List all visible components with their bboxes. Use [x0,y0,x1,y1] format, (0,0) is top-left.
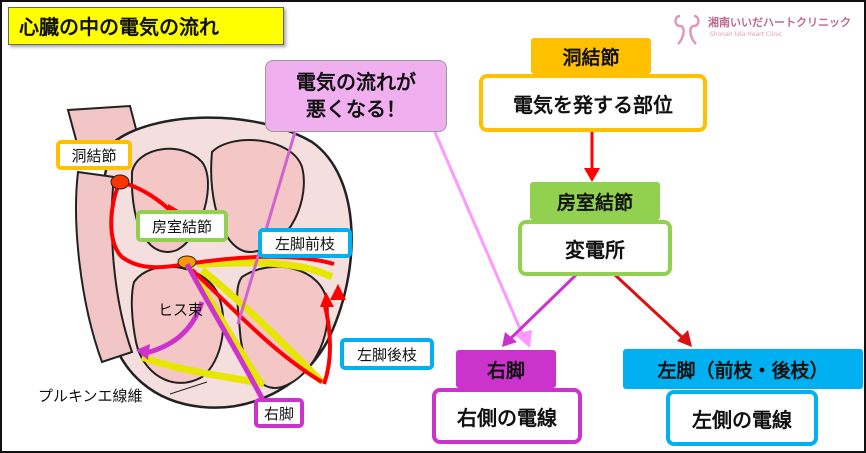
flow-arrowhead-av-right [502,332,517,347]
septum-band-2 [196,259,334,281]
flow-av-desc: 変電所 [518,220,672,276]
logo-subtext: Shonan Iida Heart Clinic [710,31,783,38]
flow-av-header: 房室結節 [530,182,660,220]
flow-right-desc: 右側の電線 [432,388,582,444]
flow-arrowhead-av-left [677,330,692,347]
sa-node-dot [110,174,130,190]
label-purkinje: プルキンエ線維 [38,387,143,405]
callout-line-1: 電気の流れが [296,70,416,94]
flow-sa-header: 洞結節 [531,38,651,74]
page-title: 心臓の中の電気の流れ [8,7,284,45]
label-sa-node: 洞結節 [56,140,132,170]
arrowhead-red-3 [320,292,334,307]
callout-line-2: 悪くなる！ [306,97,406,121]
label-left-posterior: 左脚後枝 [340,338,434,370]
callout-pointer-flow [432,129,526,339]
flow-right-header: 右脚 [456,350,556,388]
atrial-path-1 [109,181,188,270]
purkinje-leader [169,381,208,395]
flow-arrowhead-sa-av [584,168,600,182]
logo-text: 湘南いいだハートクリニック [708,16,851,29]
flow-arrow-av-right [507,272,579,342]
left-wall-path [322,301,332,385]
arrowhead-red-2 [330,284,346,300]
label-av-node: 房室結節 [136,210,228,242]
right-bundle-branch [141,301,205,357]
clinic-logo: 湘南いいだハートクリニック Shonan Iida Heart Clinic [670,10,860,50]
callout-box: 電気の流れが 悪くなる！ [265,60,447,132]
septum-band-3 [199,267,325,385]
label-left-anterior: 左脚前枝 [258,228,352,258]
flow-arrow-av-left [612,272,687,342]
arrowhead-purple-1 [136,344,150,360]
label-his-bundle: ヒス束 [158,301,204,319]
flow-left-header: 左脚（前枝・後枝） [623,349,863,389]
flow-left-desc: 左側の電線 [666,390,818,446]
right-bundle-path [184,262,267,404]
left-posterior-path [190,268,324,384]
flamingo-logo-icon [674,14,700,45]
flow-sa-desc: 電気を発する部位 [479,74,707,132]
arrowhead-pink [514,330,532,348]
label-right-bundle: 右脚 [254,398,304,428]
